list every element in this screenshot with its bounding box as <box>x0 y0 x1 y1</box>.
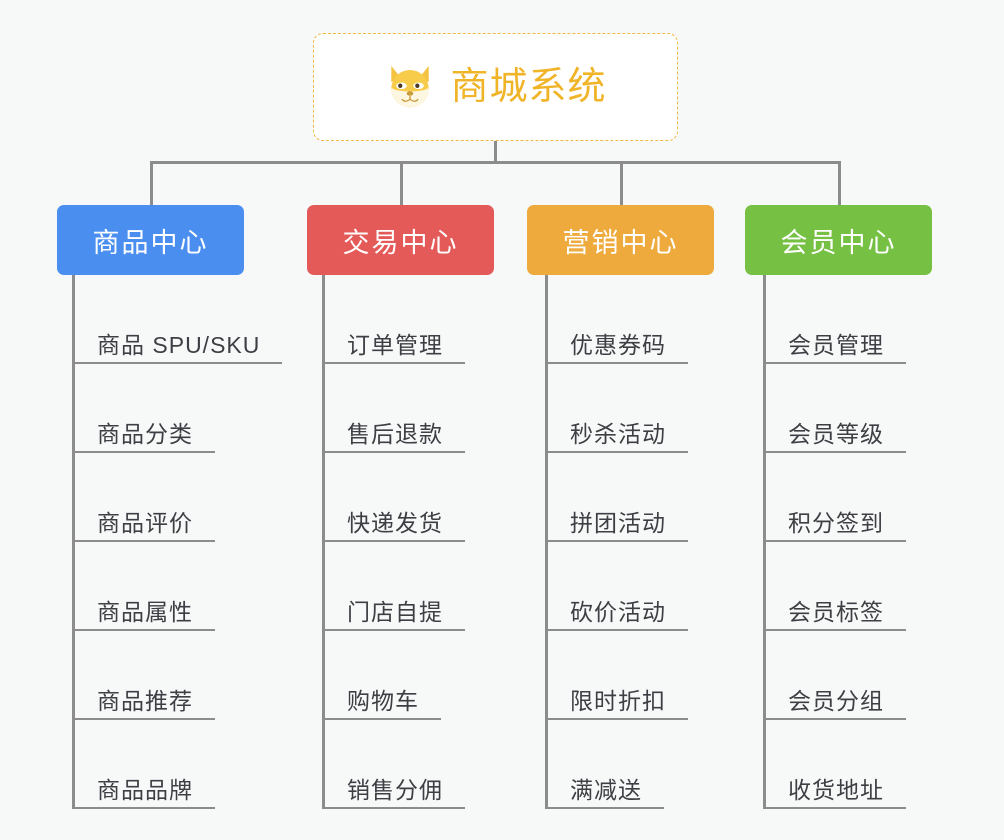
branch-product-center: 商品 SPU/SKU 商品分类 商品评价 商品属性 商品推荐 商品品牌 <box>72 275 292 809</box>
leaf-item[interactable]: 会员分组 <box>766 631 906 720</box>
leaf-label: 会员分组 <box>788 687 884 714</box>
leaf-label: 销售分佣 <box>347 776 443 803</box>
leaf-label: 满减送 <box>570 776 642 803</box>
leaf-item[interactable]: 门店自提 <box>325 542 465 631</box>
category-header-trade-center[interactable]: 交易中心 <box>307 205 494 275</box>
leaf-label: 优惠券码 <box>570 331 666 358</box>
leaf-label: 商品属性 <box>97 598 193 625</box>
category-header-marketing-center[interactable]: 营销中心 <box>527 205 714 275</box>
shiba-dog-icon <box>391 65 430 108</box>
leaf-item[interactable]: 砍价活动 <box>548 542 688 631</box>
leaf-item[interactable]: 售后退款 <box>325 364 465 453</box>
leaf-label: 会员等级 <box>788 420 884 447</box>
leaf-label: 购物车 <box>347 687 419 714</box>
branch-marketing-center: 优惠券码 秒杀活动 拼团活动 砍价活动 限时折扣 满减送 <box>545 275 725 809</box>
branch-rail <box>545 275 548 809</box>
leaf-item[interactable]: 会员等级 <box>766 364 906 453</box>
leaf-label: 积分签到 <box>788 509 884 536</box>
leaf-label: 商品 SPU/SKU <box>97 331 261 358</box>
leaf-label: 收货地址 <box>788 776 884 803</box>
leaf-item[interactable]: 销售分佣 <box>325 720 465 809</box>
leaf-label: 会员标签 <box>788 598 884 625</box>
leaf-item[interactable]: 购物车 <box>325 631 441 720</box>
leaf-item[interactable]: 商品属性 <box>75 542 215 631</box>
leaf-item[interactable]: 秒杀活动 <box>548 364 688 453</box>
leaf-label: 售后退款 <box>347 420 443 447</box>
category-label: 会员中心 <box>780 227 897 258</box>
leaf-item[interactable]: 商品 SPU/SKU <box>75 275 283 364</box>
leaf-label: 拼团活动 <box>570 509 666 536</box>
leaf-label: 商品分类 <box>97 420 193 447</box>
category-label: 交易中心 <box>342 227 459 258</box>
leaf-item[interactable]: 快递发货 <box>325 453 465 542</box>
leaf-item[interactable]: 积分签到 <box>766 453 906 542</box>
connector-drop-trade-center <box>400 161 403 205</box>
leaf-label: 秒杀活动 <box>570 420 666 447</box>
leaf-item[interactable]: 商品评价 <box>75 453 215 542</box>
branch-rail <box>322 275 325 809</box>
root-title: 商城系统 <box>450 66 607 108</box>
leaf-item[interactable]: 限时折扣 <box>548 631 688 720</box>
leaf-label: 会员管理 <box>788 331 884 358</box>
connector-horizontal-bus <box>150 161 840 164</box>
leaf-item[interactable]: 满减送 <box>548 720 664 809</box>
leaf-item[interactable]: 商品推荐 <box>75 631 215 720</box>
leaf-item[interactable]: 优惠券码 <box>548 275 688 364</box>
leaf-label: 商品推荐 <box>97 687 193 714</box>
leaf-item[interactable]: 订单管理 <box>325 275 465 364</box>
category-label: 商品中心 <box>92 227 209 258</box>
leaf-label: 快递发货 <box>347 509 443 536</box>
leaf-item[interactable]: 会员标签 <box>766 542 906 631</box>
branch-rail <box>72 275 75 809</box>
branch-member-center: 会员管理 会员等级 积分签到 会员标签 会员分组 收货地址 <box>763 275 943 809</box>
category-label: 营销中心 <box>562 227 679 258</box>
connector-root-stub <box>494 141 497 163</box>
branch-trade-center: 订单管理 售后退款 快递发货 门店自提 购物车 销售分佣 <box>322 275 502 809</box>
leaf-item[interactable]: 收货地址 <box>766 720 906 809</box>
category-header-member-center[interactable]: 会员中心 <box>745 205 932 275</box>
connector-drop-member-center <box>838 161 841 205</box>
category-header-product-center[interactable]: 商品中心 <box>57 205 244 275</box>
leaf-item[interactable]: 会员管理 <box>766 275 906 364</box>
leaf-label: 商品评价 <box>97 509 193 536</box>
leaf-item[interactable]: 拼团活动 <box>548 453 688 542</box>
connector-drop-marketing-center <box>620 161 623 205</box>
leaf-label: 门店自提 <box>347 598 443 625</box>
connector-drop-product-center <box>150 161 153 205</box>
leaf-label: 商品品牌 <box>97 776 193 803</box>
branch-rail <box>763 275 766 809</box>
root-node[interactable]: 商城系统 <box>313 33 678 141</box>
leaf-label: 订单管理 <box>347 331 443 358</box>
leaf-label: 砍价活动 <box>570 598 666 625</box>
leaf-item[interactable]: 商品品牌 <box>75 720 215 809</box>
leaf-item[interactable]: 商品分类 <box>75 364 215 453</box>
leaf-label: 限时折扣 <box>570 687 666 714</box>
